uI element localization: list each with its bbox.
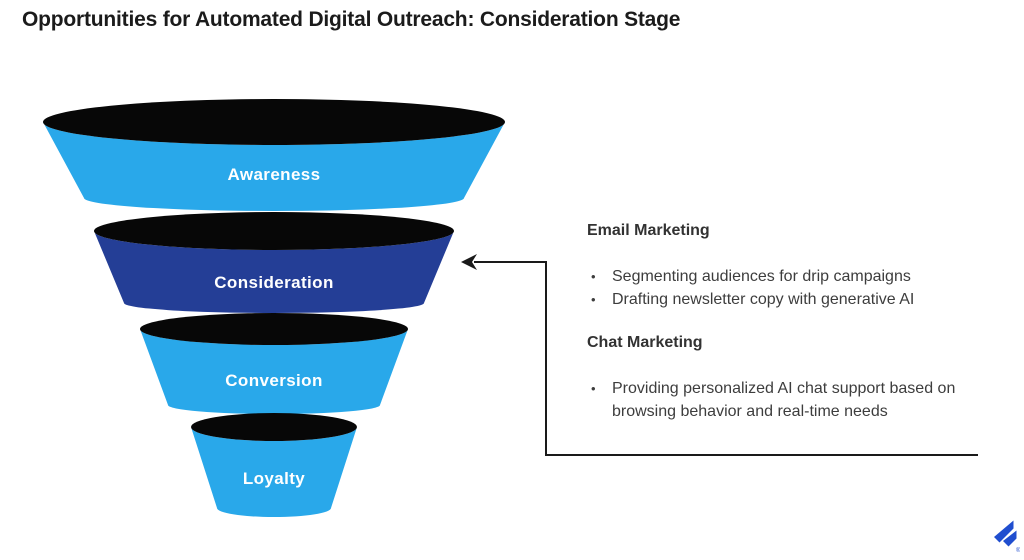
list-item: • Drafting newsletter copy with generati…: [587, 288, 987, 311]
list-item-text: Segmenting audiences for drip campaigns: [612, 268, 911, 285]
funnel-stage-loyalty-top: [191, 413, 357, 441]
funnel-stage-awareness-body: [43, 122, 505, 211]
funnel-stage-awareness-top: [43, 99, 505, 145]
section-heading-chat-marketing: Chat Marketing: [587, 334, 703, 351]
stage-label-awareness: Awareness: [227, 165, 321, 184]
list-item: • Providing personalized AI chat support…: [587, 377, 987, 423]
bullet-icon: •: [591, 269, 596, 284]
funnel-stage-conversion-body: [140, 329, 408, 414]
section-heading-email-marketing: Email Marketing: [587, 222, 710, 239]
toptal-logo-icon: ®: [994, 520, 1021, 554]
stage-label-loyalty: Loyalty: [242, 469, 306, 488]
page-title: Opportunities for Automated Digital Outr…: [22, 8, 681, 31]
list-item: • Segmenting audiences for drip campaign…: [587, 265, 987, 288]
chat-marketing-list: • Providing personalized AI chat support…: [587, 377, 987, 423]
email-marketing-list: • Segmenting audiences for drip campaign…: [587, 265, 987, 311]
arrow-connector: [461, 254, 978, 456]
arrowhead-icon: [461, 254, 477, 270]
funnel-stage-awareness: [43, 99, 505, 211]
funnel-stage-conversion: [140, 313, 408, 414]
registered-mark: ®: [1016, 547, 1020, 554]
list-item-text: Drafting newsletter copy with generative…: [612, 291, 915, 308]
stage-label-consideration: Consideration: [214, 273, 334, 292]
funnel-stage-conversion-top: [140, 313, 408, 345]
stage-label-conversion: Conversion: [225, 371, 323, 390]
annotations-panel: Email Marketing • Segmenting audiences f…: [587, 222, 987, 423]
funnel-stage-consideration: [94, 212, 454, 313]
arrow-line: [474, 261, 978, 456]
list-item-text: Providing personalized AI chat support b…: [612, 380, 956, 420]
bullet-icon: •: [591, 381, 596, 396]
bullet-icon: •: [591, 292, 596, 307]
funnel-stage-loyalty: [191, 413, 357, 517]
funnel-stage-consideration-body: [94, 231, 454, 313]
funnel-stage-loyalty-body: [191, 427, 357, 517]
toptal-logo: ®: [992, 519, 1021, 560]
funnel-stage-consideration-top: [94, 212, 454, 250]
